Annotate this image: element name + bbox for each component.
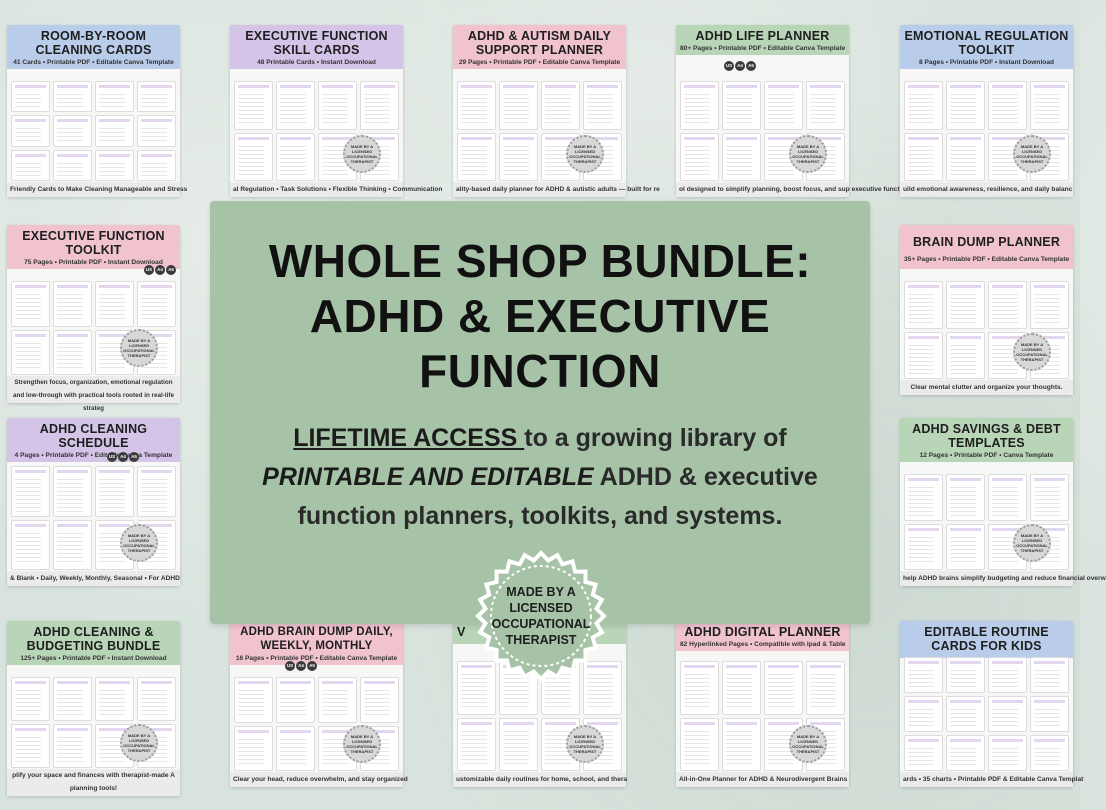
product-card-adhd-autism-daily-support-planner[interactable]: ADHD & AUTISM DAILY SUPPORT PLANNER 29 P… bbox=[453, 25, 660, 197]
card-subtitle: 29 Pages • Printable PDF • Editable Canv… bbox=[458, 59, 621, 66]
card-title: ROOM-BY-ROOM CLEANING CARDS bbox=[35, 29, 152, 57]
hero-panel: WHOLE SHOP BUNDLE: ADHD & EXECUTIVE FUNC… bbox=[210, 201, 870, 624]
card-footer: al Regulation • Task Solutions • Flexibl… bbox=[230, 182, 442, 197]
card-footer: ustomizable daily routines for home, sch… bbox=[453, 772, 627, 787]
card-subtitle: 82 Hyperlinked Pages • Compatible with I… bbox=[680, 641, 846, 648]
card-footer: Clear your head, reduce overwhelm, and s… bbox=[230, 772, 408, 787]
therapist-badge: MADE BY A LICENSED OCCUPATIONAL THERAPIS… bbox=[566, 135, 604, 173]
card-title: EXECUTIVE FUNCTION SKILL CARDS bbox=[245, 29, 388, 57]
card-subtitle: 80+ Pages • Printable PDF • Editable Can… bbox=[680, 45, 846, 52]
seal-shape-icon bbox=[475, 550, 607, 682]
card-title: EDITABLE ROUTINE CARDS FOR KIDS bbox=[924, 625, 1049, 653]
card-subtitle: 8 Pages • Printable PDF • Instant Downlo… bbox=[918, 59, 1055, 66]
product-card-editable-routine-cards-for-kids[interactable]: EDITABLE ROUTINE CARDS FOR KIDS ards • 3… bbox=[900, 621, 1083, 787]
card-subtitle: 125+ Pages • Printable PDF • Instant Dow… bbox=[20, 655, 167, 662]
product-card-adhd-cleaning-schedule[interactable]: ADHD CLEANING SCHEDULE 4 Pages • Printab… bbox=[7, 418, 180, 586]
therapist-badge: MADE BY A LICENSED OCCUPATIONAL THERAPIS… bbox=[343, 135, 381, 173]
card-header: EDITABLE ROUTINE CARDS FOR KIDS bbox=[900, 621, 1073, 658]
card-title: ADHD DIGITAL PLANNER bbox=[684, 625, 841, 639]
hero-title: WHOLE SHOP BUNDLE: ADHD & EXECUTIVE FUNC… bbox=[268, 235, 812, 397]
product-card-room-by-room-cleaning-cards[interactable]: ROOM-BY-ROOM CLEANING CARDS 41 Cards • P… bbox=[7, 25, 187, 197]
card-footer: & Blank • Daily, Weekly, Monthly, Season… bbox=[7, 571, 180, 586]
seal-text: MADE BY A LICENSED OCCUPATIONAL THERAPIS… bbox=[491, 585, 591, 647]
product-card-adhd-brain-dump-daily-weekly-monthly[interactable]: ADHD BRAIN DUMP DAILY, WEEKLY, MONTHLY 1… bbox=[230, 621, 408, 787]
card-title: EXECUTIVE FUNCTION TOOLKIT bbox=[22, 229, 165, 257]
product-card-adhd-savings-debt-templates[interactable]: ADHD SAVINGS & DEBT TEMPLATES 12 Pages •… bbox=[900, 418, 1106, 586]
lifetime-access-label: LIFETIME ACCESS bbox=[293, 424, 525, 452]
card-footer: help ADHD brains simplify budgeting and … bbox=[900, 571, 1106, 586]
card-preview-grid bbox=[234, 81, 399, 181]
product-card-executive-function-skill-cards[interactable]: EXECUTIVE FUNCTION SKILL CARDS 48 Printa… bbox=[230, 25, 442, 197]
card-footer: All-in-One Planner for ADHD & Neurodiver… bbox=[676, 772, 849, 787]
card-footer: Friendly Cards to Make Cleaning Manageab… bbox=[7, 182, 187, 197]
therapist-badge: MADE BY A LICENSED OCCUPATIONAL THERAPIS… bbox=[1013, 333, 1051, 371]
card-header: EXECUTIVE FUNCTION TOOLKIT 75 Pages • Pr… bbox=[7, 225, 180, 269]
card-title: ADHD & AUTISM DAILY SUPPORT PLANNER bbox=[467, 29, 612, 57]
product-card-adhd-life-planner[interactable]: ADHD LIFE PLANNER 80+ Pages • Printable … bbox=[676, 25, 912, 197]
card-title: ADHD CLEANING SCHEDULE bbox=[39, 422, 148, 450]
card-subtitle: 41 Cards • Printable PDF • Editable Canv… bbox=[13, 59, 174, 66]
card-header: ADHD SAVINGS & DEBT TEMPLATES 12 Pages •… bbox=[900, 418, 1073, 462]
card-title: ADHD SAVINGS & DEBT TEMPLATES bbox=[912, 422, 1061, 450]
card-footer: Clear mental clutter and organize your t… bbox=[900, 380, 1073, 395]
product-card-adhd-digital-planner[interactable]: ADHD DIGITAL PLANNER 82 Hyperlinked Page… bbox=[676, 621, 849, 787]
therapist-badge: MADE BY A LICENSED OCCUPATIONAL THERAPIS… bbox=[1013, 135, 1051, 173]
card-subtitle: 16 Pages • Printable PDF • Editable Canv… bbox=[235, 655, 398, 662]
card-subtitle: 35+ Pages • Printable PDF • Editable Can… bbox=[904, 256, 1070, 263]
therapist-badge: MADE BY A LICENSED OCCUPATIONAL THERAPIS… bbox=[789, 725, 827, 763]
card-preview-grid bbox=[904, 657, 1069, 771]
card-subtitle: 48 Printable Cards • Instant Download bbox=[257, 59, 376, 66]
card-footer: uild emotional awareness, resilience, an… bbox=[900, 182, 1073, 197]
card-header: ROOM-BY-ROOM CLEANING CARDS 41 Cards • P… bbox=[7, 25, 180, 69]
card-footer: Strengthen focus, organization, emotiona… bbox=[7, 376, 180, 412]
card-title: EMOTIONAL REGULATION TOOLKIT bbox=[904, 29, 1069, 57]
card-preview-grid bbox=[904, 81, 1069, 181]
card-header: EXECUTIVE FUNCTION SKILL CARDS 48 Printa… bbox=[230, 25, 403, 69]
card-header: ADHD CLEANING SCHEDULE 4 Pages • Printab… bbox=[7, 418, 180, 462]
therapist-seal: MADE BY A LICENSED OCCUPATIONAL THERAPIS… bbox=[475, 550, 607, 682]
therapist-badge: MADE BY A LICENSED OCCUPATIONAL THERAPIS… bbox=[120, 524, 158, 562]
card-title: ADHD CLEANING & BUDGETING BUNDLE bbox=[26, 625, 161, 653]
card-subtitle: 4 Pages • Printable PDF • Editable Canva… bbox=[14, 452, 173, 459]
card-subtitle: 12 Pages • Printable PDF • Canva Templat… bbox=[919, 452, 1054, 459]
card-header: BRAIN DUMP PLANNER 35+ Pages • Printable… bbox=[900, 225, 1073, 269]
therapist-badge: MADE BY A LICENSED OCCUPATIONAL THERAPIS… bbox=[566, 725, 604, 763]
therapist-badge: MADE BY A LICENSED OCCUPATIONAL THERAPIS… bbox=[789, 135, 827, 173]
card-title: ADHD LIFE PLANNER bbox=[695, 29, 830, 43]
therapist-badge: MADE BY A LICENSED OCCUPATIONAL THERAPIS… bbox=[120, 329, 158, 367]
product-card-adhd-cleaning-budgeting-bundle[interactable]: ADHD CLEANING & BUDGETING BUNDLE 125+ Pa… bbox=[7, 621, 180, 796]
card-footer: ol designed to simplify planning, boost … bbox=[676, 182, 912, 197]
product-card-emotional-regulation-toolkit[interactable]: EMOTIONAL REGULATION TOOLKIT 8 Pages • P… bbox=[900, 25, 1073, 197]
therapist-badge: MADE BY A LICENSED OCCUPATIONAL THERAPIS… bbox=[1013, 524, 1051, 562]
card-footer: ality-based daily planner for ADHD & aut… bbox=[453, 182, 660, 197]
card-header: ADHD CLEANING & BUDGETING BUNDLE 125+ Pa… bbox=[7, 621, 180, 665]
card-header: EMOTIONAL REGULATION TOOLKIT 8 Pages • P… bbox=[900, 25, 1073, 69]
therapist-badge: MADE BY A LICENSED OCCUPATIONAL THERAPIS… bbox=[343, 725, 381, 763]
card-title: V bbox=[457, 625, 466, 639]
hero-description: LIFETIME ACCESS to a growing library of … bbox=[262, 424, 818, 530]
card-header: ADHD & AUTISM DAILY SUPPORT PLANNER 29 P… bbox=[453, 25, 626, 69]
card-footer: plify your space and finances with thera… bbox=[7, 769, 180, 796]
product-card-brain-dump-planner[interactable]: BRAIN DUMP PLANNER 35+ Pages • Printable… bbox=[900, 225, 1073, 395]
card-title: BRAIN DUMP PLANNER bbox=[912, 235, 1061, 249]
product-card-executive-function-toolkit[interactable]: EXECUTIVE FUNCTION TOOLKIT 75 Pages • Pr… bbox=[7, 225, 180, 412]
card-header: ADHD DIGITAL PLANNER 82 Hyperlinked Page… bbox=[676, 621, 849, 651]
card-subtitle: 75 Pages • Printable PDF • Instant Downl… bbox=[24, 259, 163, 266]
card-footer: ards • 35 charts • Printable PDF & Edita… bbox=[900, 772, 1083, 787]
card-header: ADHD LIFE PLANNER 80+ Pages • Printable … bbox=[676, 25, 849, 55]
card-title: ADHD BRAIN DUMP DAILY, WEEKLY, MONTHLY bbox=[240, 626, 393, 652]
card-header: ADHD BRAIN DUMP DAILY, WEEKLY, MONTHLY 1… bbox=[230, 621, 403, 665]
card-preview-grid bbox=[11, 81, 176, 181]
therapist-badge: MADE BY A LICENSED OCCUPATIONAL THERAPIS… bbox=[120, 724, 158, 762]
